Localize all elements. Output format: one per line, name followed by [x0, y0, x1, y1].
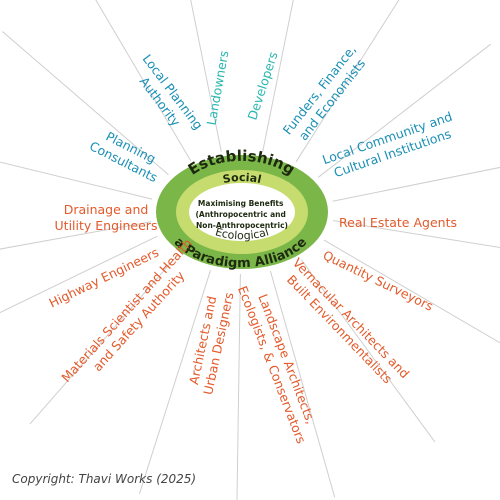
stakeholder-funders: Funders, Finance,and Economists — [280, 42, 372, 147]
stakeholder-label: Funders, Finance,and Economists — [280, 42, 372, 147]
spoke-line — [269, 270, 336, 498]
stakeholder-local-community: Local Community andCultural Institutions — [320, 109, 459, 183]
stakeholder-label-line: Developers — [244, 50, 280, 122]
stakeholder-label: Architects andUrban Designers — [185, 288, 237, 396]
spoke-line — [190, 0, 222, 152]
core-text: Maximising Benefits (Anthropocentric and… — [195, 199, 288, 230]
spoke-line — [236, 273, 241, 500]
spoke-line — [295, 0, 400, 163]
stakeholder-label: Landowners — [204, 49, 232, 126]
core-line-3: Non-Anthropocentric) — [196, 221, 288, 230]
inner-ring-top-label: Social — [222, 171, 263, 186]
spoke-line — [2, 31, 169, 176]
spoke-line — [332, 166, 500, 202]
stakeholder-label: Local PlanningAuthority — [127, 51, 206, 142]
core-ellipse — [189, 183, 295, 241]
stakeholder-label-line: Built Environmentalists — [284, 272, 395, 386]
stakeholder-developers: Developers — [244, 50, 280, 122]
stakeholder-label: Local Community andCultural Institutions — [320, 109, 459, 183]
stakeholder-label-line: Real Estate Agents — [339, 215, 457, 230]
core-line-1: Maximising Benefits — [198, 199, 284, 208]
spoke-line — [323, 239, 500, 344]
spoke-line — [95, 0, 192, 161]
stakeholder-local-planning-authority: Local PlanningAuthority — [127, 51, 206, 142]
stakeholder-planning-consultants: PlanningConsultants — [87, 124, 167, 186]
stakeholder-label: PlanningConsultants — [87, 124, 167, 185]
stakeholder-label-line: Utility Engineers — [55, 218, 158, 233]
stakeholder-label: Real Estate Agents — [339, 215, 457, 230]
core-line-2: (Anthropocentric and — [195, 210, 285, 219]
spoke-line — [333, 220, 500, 249]
spoke-line — [262, 0, 294, 152]
spoke-line — [29, 255, 178, 425]
stakeholder-architects: Architects andUrban Designers — [185, 288, 237, 396]
stakeholder-label: Developers — [244, 50, 280, 122]
spoke-line — [300, 259, 436, 443]
stakeholder-landowners: Landowners — [204, 49, 232, 126]
stakeholder-label-line: Landowners — [204, 49, 232, 126]
inner-ring-bottom-label: Ecological — [214, 225, 270, 242]
spoke-line — [0, 161, 153, 200]
spoke-line — [317, 43, 492, 178]
stakeholder-label-line: Drainage and — [64, 202, 149, 217]
spoke-line — [138, 270, 211, 495]
stakeholder-real-estate: Real Estate Agents — [339, 215, 457, 230]
copyright-notice: Copyright: Thavi Works (2025) — [12, 472, 197, 486]
spoke-line — [0, 221, 152, 250]
spoke-line — [0, 235, 158, 314]
